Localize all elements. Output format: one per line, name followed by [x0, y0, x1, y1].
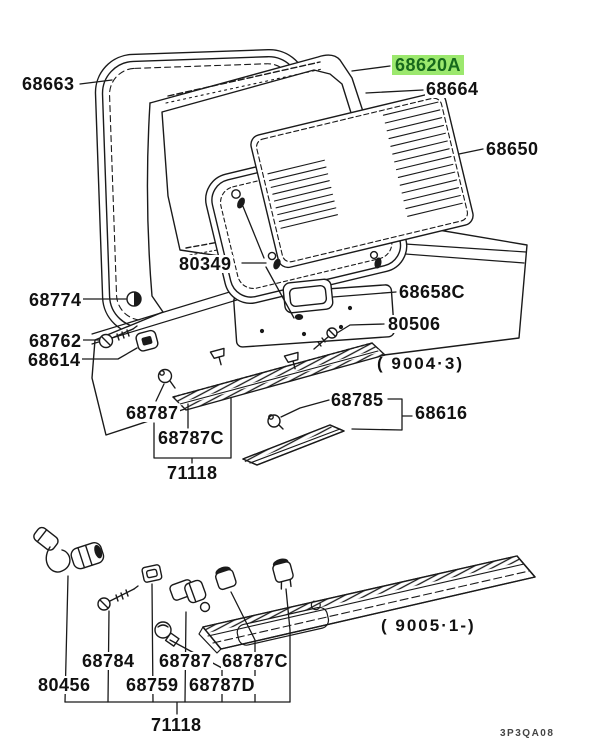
- applicability-note-upper: ( 9004·3): [377, 354, 464, 373]
- drawing-code: 3P3QA08: [500, 728, 555, 739]
- wiring-socket-80456-icon: [33, 526, 105, 573]
- grommet-68774-icon: [126, 291, 142, 307]
- applicability-note-lower: ( 9005·1-): [381, 616, 476, 635]
- tailgate-glass-68650-drawing: [250, 91, 474, 269]
- label-68787-bottom[interactable]: 68787: [158, 651, 213, 671]
- label-68762[interactable]: 68762: [28, 331, 83, 351]
- socket-68787-icon: [169, 579, 211, 613]
- screw-68784-icon: [97, 585, 139, 611]
- bolt-68762-icon: [98, 325, 138, 349]
- label-68759[interactable]: 68759: [125, 675, 180, 695]
- lamp-stud-icon: [369, 250, 382, 269]
- label-68787c-mid[interactable]: 68787C: [157, 428, 226, 448]
- label-68620a-highlighted[interactable]: 68620A: [392, 55, 465, 75]
- label-68614[interactable]: 68614: [27, 350, 82, 370]
- label-68787c-bottom[interactable]: 68787C: [221, 651, 290, 671]
- garnish-clip-stud-icon: [283, 351, 299, 370]
- lamp-housing-68658c-drawing: [282, 278, 334, 314]
- lamp-bar-71118-drawing: [198, 555, 536, 654]
- molding-68616-drawing: [242, 424, 345, 466]
- socket-extra-icon: [272, 558, 294, 590]
- label-68785[interactable]: 68785: [330, 390, 385, 410]
- label-80349[interactable]: 80349: [178, 254, 233, 274]
- label-68787-mid[interactable]: 68787: [125, 403, 180, 423]
- label-68650[interactable]: 68650: [485, 139, 540, 159]
- nut-68614-icon: [135, 329, 159, 352]
- socket-68787c-icon: [214, 566, 237, 591]
- label-68658c[interactable]: 68658C: [398, 282, 467, 302]
- clip-68785-icon: [267, 414, 284, 430]
- stud-80349-upper-icon: [231, 189, 245, 209]
- label-68663[interactable]: 68663: [21, 74, 76, 94]
- label-68664[interactable]: 68664: [425, 79, 480, 99]
- label-80456[interactable]: 80456: [37, 675, 92, 695]
- garnish-strip-68787-drawing: [172, 342, 386, 411]
- label-68774[interactable]: 68774: [28, 290, 83, 310]
- stud-80349-lower-icon: [267, 251, 281, 270]
- label-71118-mid[interactable]: 71118: [166, 463, 219, 483]
- label-68784[interactable]: 68784: [81, 651, 136, 671]
- label-68616[interactable]: 68616: [414, 403, 469, 423]
- label-71118-bottom[interactable]: 71118: [150, 715, 203, 735]
- clip-68787-icon: [157, 368, 176, 389]
- label-80506[interactable]: 80506: [387, 314, 442, 334]
- label-68787d[interactable]: 68787D: [188, 675, 257, 695]
- garnish-clip-stud-icon: [209, 347, 225, 366]
- nut-68759-icon: [141, 564, 163, 583]
